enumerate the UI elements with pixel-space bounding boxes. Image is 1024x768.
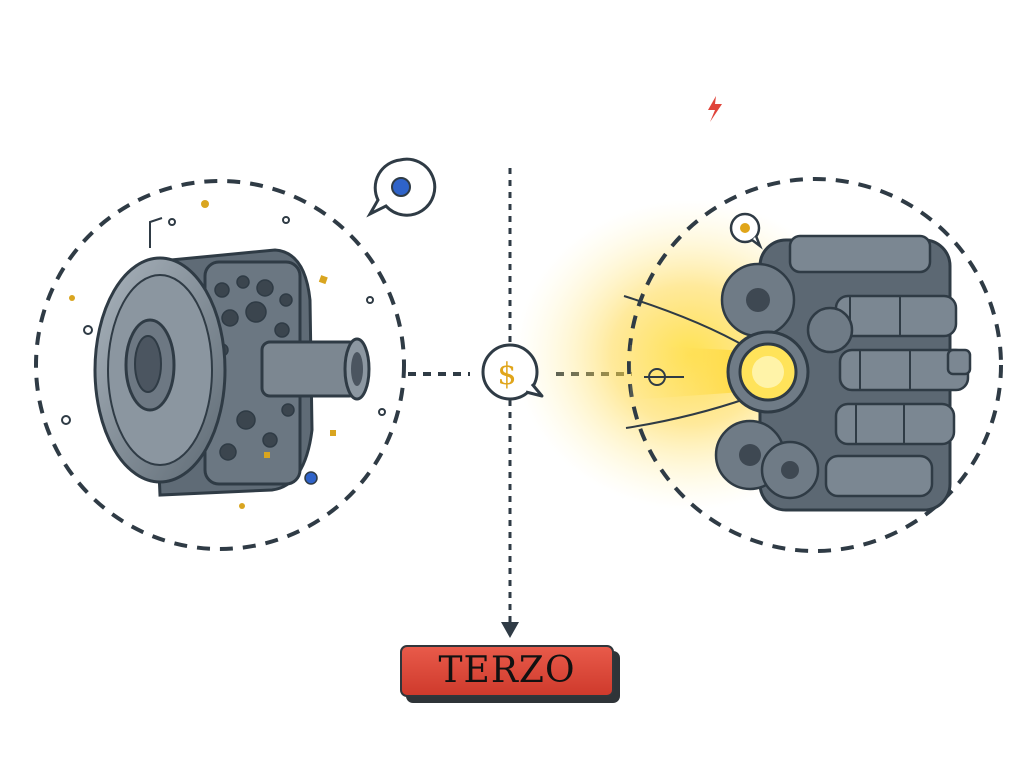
terzo-button-label: TERZO — [438, 650, 576, 691]
lightning-bolt-icon — [708, 96, 722, 122]
blue-dot-speech-bubble-icon — [366, 157, 437, 218]
right-dashed-circle — [627, 177, 1003, 553]
vertical-arrow — [501, 168, 519, 638]
dollar-sign: $ — [497, 357, 516, 392]
small-dollar-bubble-icon — [729, 212, 763, 250]
old-gear-mechanism-icon — [61, 200, 386, 509]
high-efficiency-engine-icon — [714, 234, 972, 512]
terzo-button[interactable]: TERZO — [400, 645, 614, 697]
arrow-head-down — [501, 622, 519, 638]
dollar-speech-bubble-icon — [481, 343, 544, 401]
beam-guide-lines — [623, 295, 749, 429]
debris-particles — [69, 200, 336, 509]
terzo-button-wrapper: TERZO — [400, 645, 622, 705]
left-dashed-circle — [34, 179, 406, 551]
